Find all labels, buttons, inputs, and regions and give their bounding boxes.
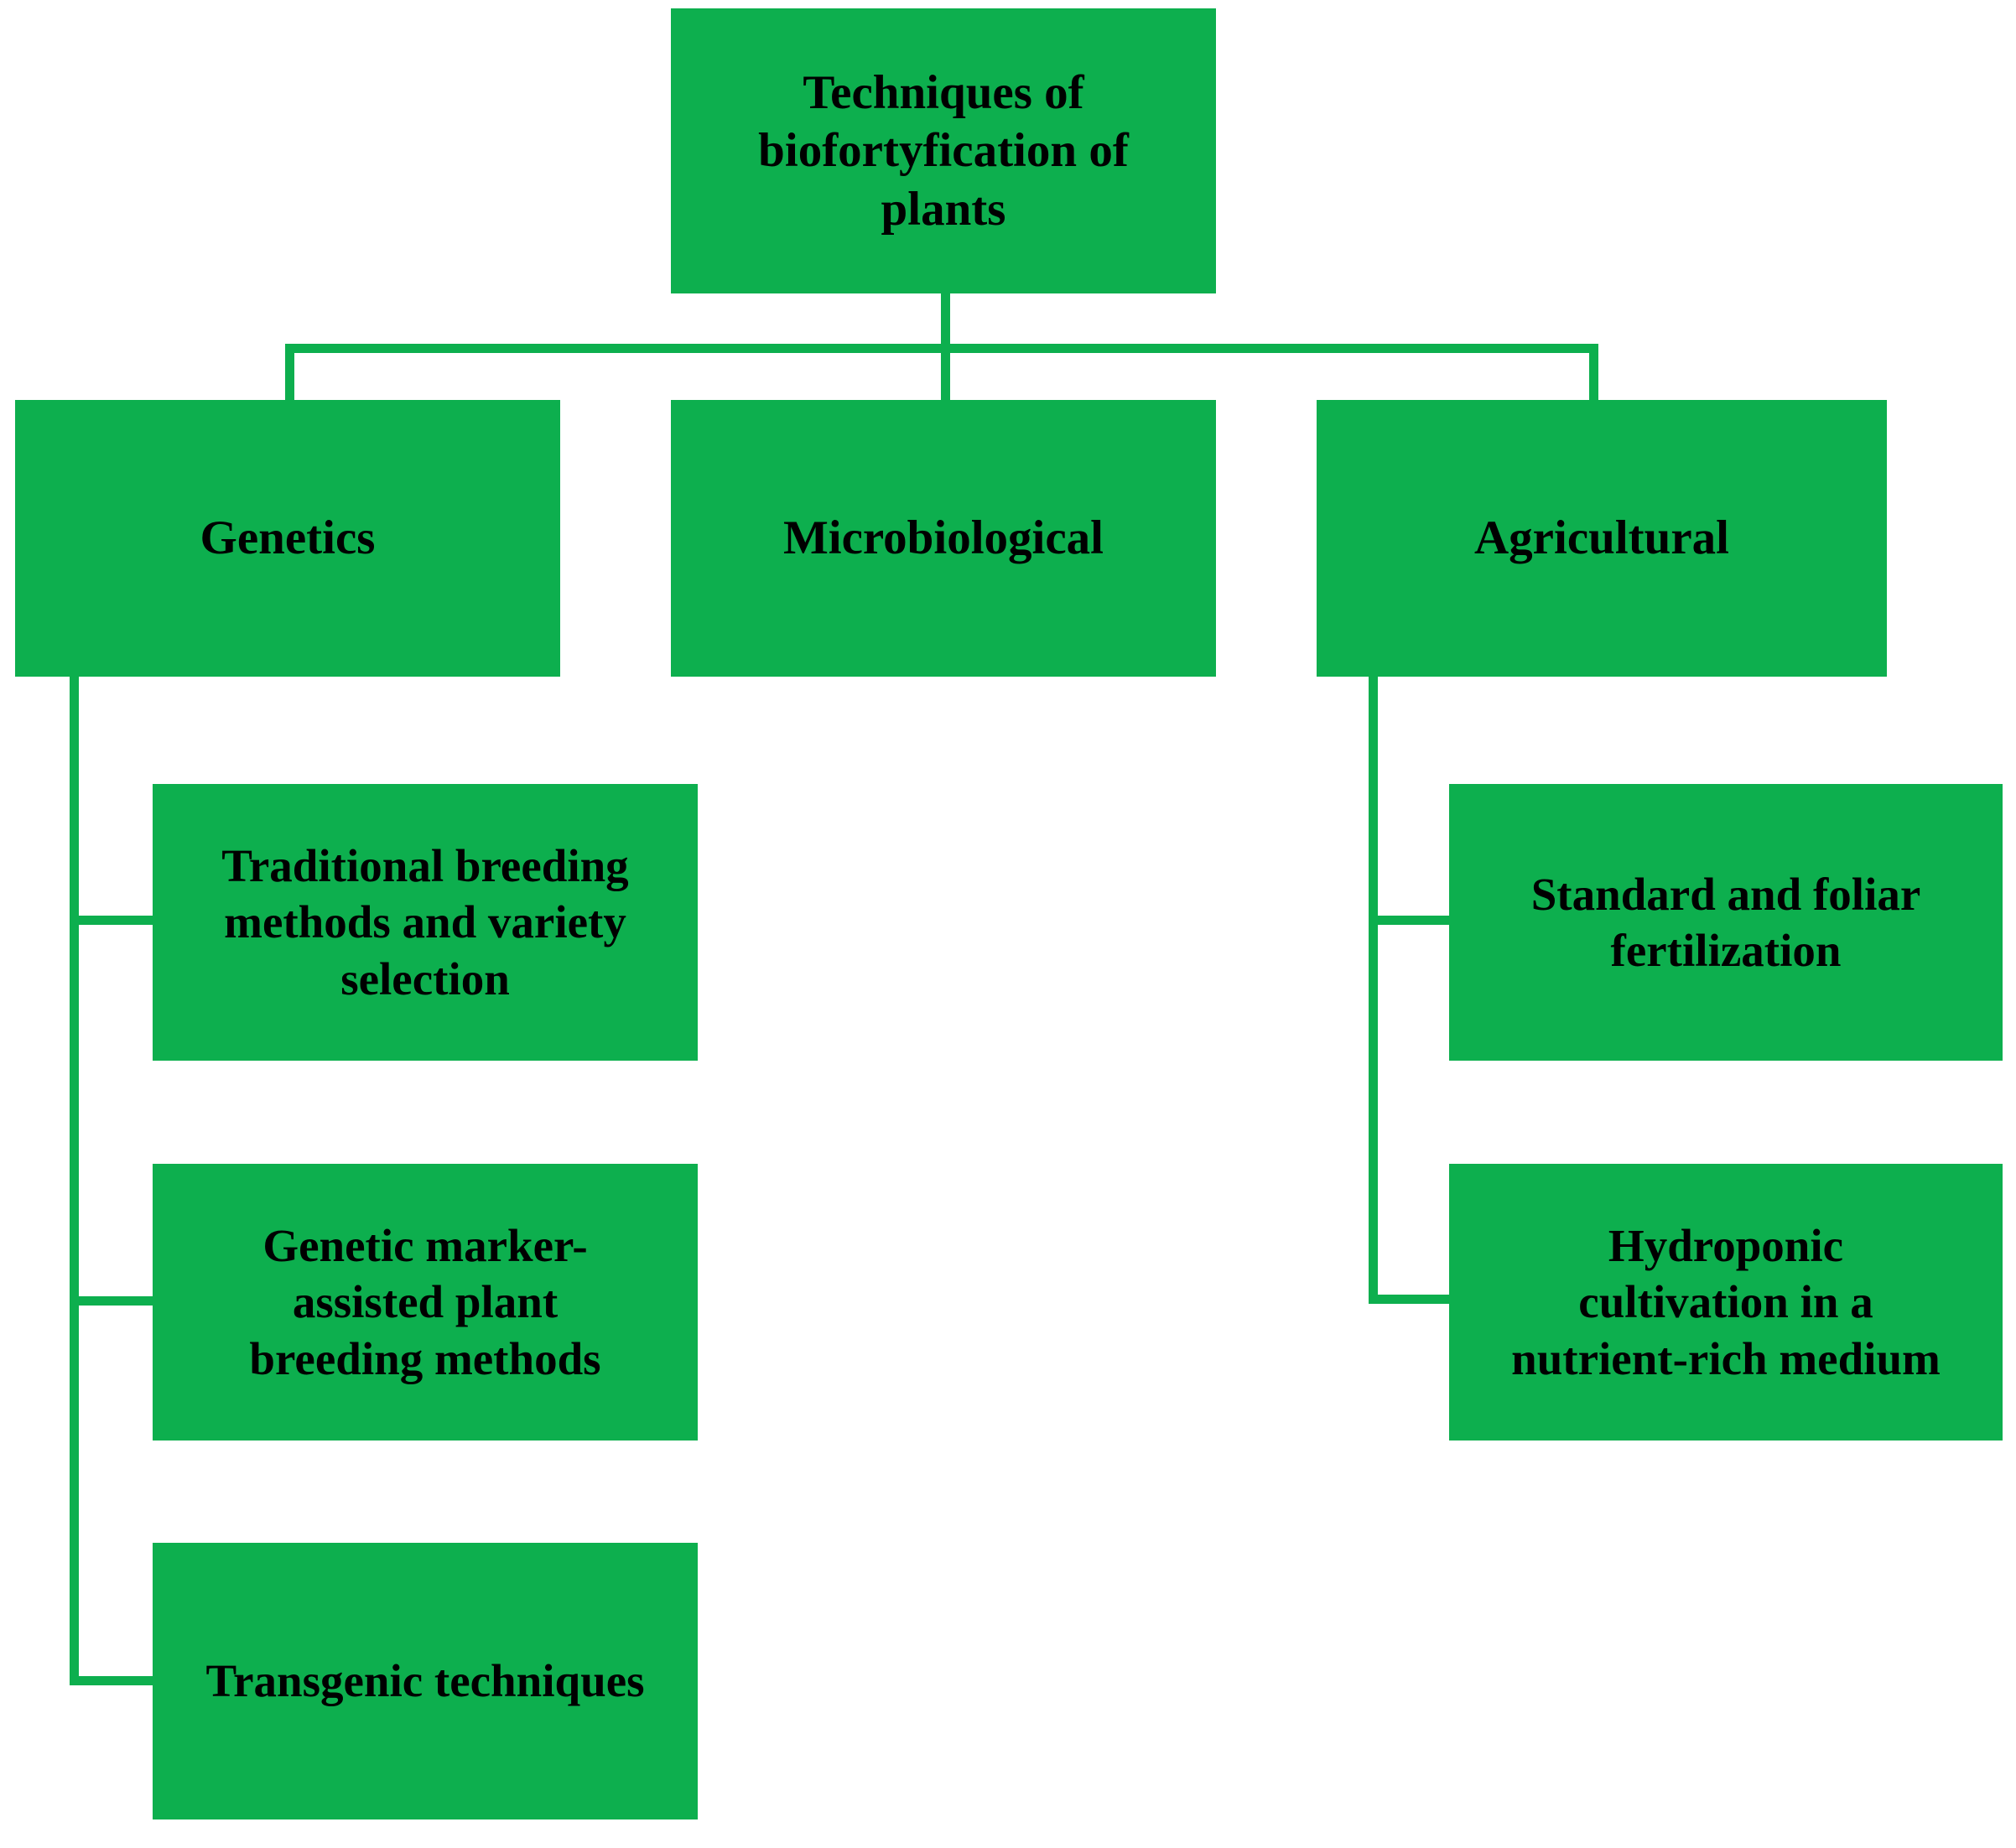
node-traditional-breeding-label: Traditional breeding methods and variety… bbox=[221, 840, 629, 1004]
connector-genetics-stub-3 bbox=[70, 1676, 158, 1685]
node-standard-foliar-fertilization-label: Standard and foliar fertilization bbox=[1530, 868, 1921, 976]
node-transgenic-techniques[interactable]: Transgenic techniques bbox=[153, 1543, 698, 1819]
node-hydroponic-cultivation-label: Hydroponic cultivation in a nutrient-ric… bbox=[1511, 1220, 1941, 1384]
node-genetic-marker-assisted-label: Genetic marker- assisted plant breeding … bbox=[249, 1220, 601, 1384]
node-traditional-breeding[interactable]: Traditional breeding methods and variety… bbox=[153, 784, 698, 1061]
connector-genetics-stub-2 bbox=[70, 1296, 158, 1306]
connector-genetics-stub-1 bbox=[70, 916, 158, 925]
connector-drop-genetics bbox=[285, 344, 294, 402]
node-microbiological[interactable]: Microbiological bbox=[671, 400, 1216, 677]
node-agricultural-label: Agricultural bbox=[1474, 511, 1729, 565]
connector-agricultural-stub-1 bbox=[1369, 916, 1457, 925]
node-root-label: Techniques of biofortyfication of plants bbox=[758, 65, 1129, 236]
node-microbiological-label: Microbiological bbox=[782, 511, 1104, 565]
node-genetic-marker-assisted[interactable]: Genetic marker- assisted plant breeding … bbox=[153, 1164, 698, 1441]
connector-agricultural-trunk bbox=[1369, 675, 1378, 1304]
node-agricultural[interactable]: Agricultural bbox=[1317, 400, 1887, 677]
node-transgenic-techniques-label: Transgenic techniques bbox=[205, 1655, 645, 1707]
connector-genetics-trunk bbox=[70, 675, 79, 1685]
node-genetics-label: Genetics bbox=[200, 511, 376, 565]
node-root[interactable]: Techniques of biofortyfication of plants bbox=[671, 8, 1216, 293]
connector-drop-microbiological bbox=[941, 344, 950, 402]
connector-drop-agricultural bbox=[1589, 344, 1598, 402]
node-hydroponic-cultivation[interactable]: Hydroponic cultivation in a nutrient-ric… bbox=[1449, 1164, 2003, 1441]
connector-agricultural-stub-2 bbox=[1369, 1295, 1457, 1304]
connector-root-stem bbox=[941, 292, 950, 352]
node-standard-foliar-fertilization[interactable]: Standard and foliar fertilization bbox=[1449, 784, 2003, 1061]
node-genetics[interactable]: Genetics bbox=[15, 400, 560, 677]
